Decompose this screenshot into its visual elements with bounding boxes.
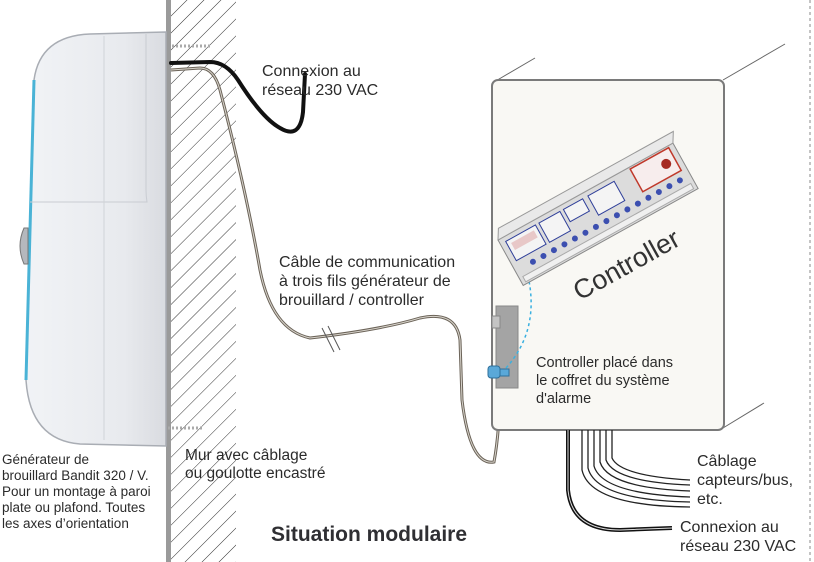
cable-connector [487, 365, 501, 379]
fog-generator [19, 31, 167, 447]
generator-housing [25, 31, 167, 447]
mains-top-label: Connexion au réseau 230 VAC [262, 63, 379, 99]
wall-surface [166, 0, 171, 562]
cable-break-mark [321, 325, 341, 353]
din-rail-mount [487, 305, 519, 389]
mains-cable-top [169, 59, 307, 134]
wall-hatching [170, 0, 240, 562]
mount-bracket [495, 305, 519, 389]
diagram-title: Situation modulaire [271, 523, 468, 546]
wall-label: Mur avec câblage ou goulotte encastré [185, 447, 326, 482]
wall [166, 0, 246, 562]
comm-cable-label: Câble de communication à trois fils géné… [279, 254, 456, 309]
generator-nozzle [19, 227, 29, 265]
mains-bottom-label: Connexion au réseau 230 VAC [680, 519, 797, 555]
generator-blue-accent [24, 79, 36, 381]
controller-device [497, 130, 699, 287]
placement-arrow [505, 275, 532, 369]
generator-label: Générateur de brouillard Bandit 320 / V.… [2, 452, 151, 531]
sensor-bus-wiring [581, 430, 691, 508]
sensor-wiring-label: Câblage capteurs/bus, etc. [697, 453, 794, 508]
controller-placed-label: Controller placé dans le coffret du syst… [536, 355, 674, 407]
